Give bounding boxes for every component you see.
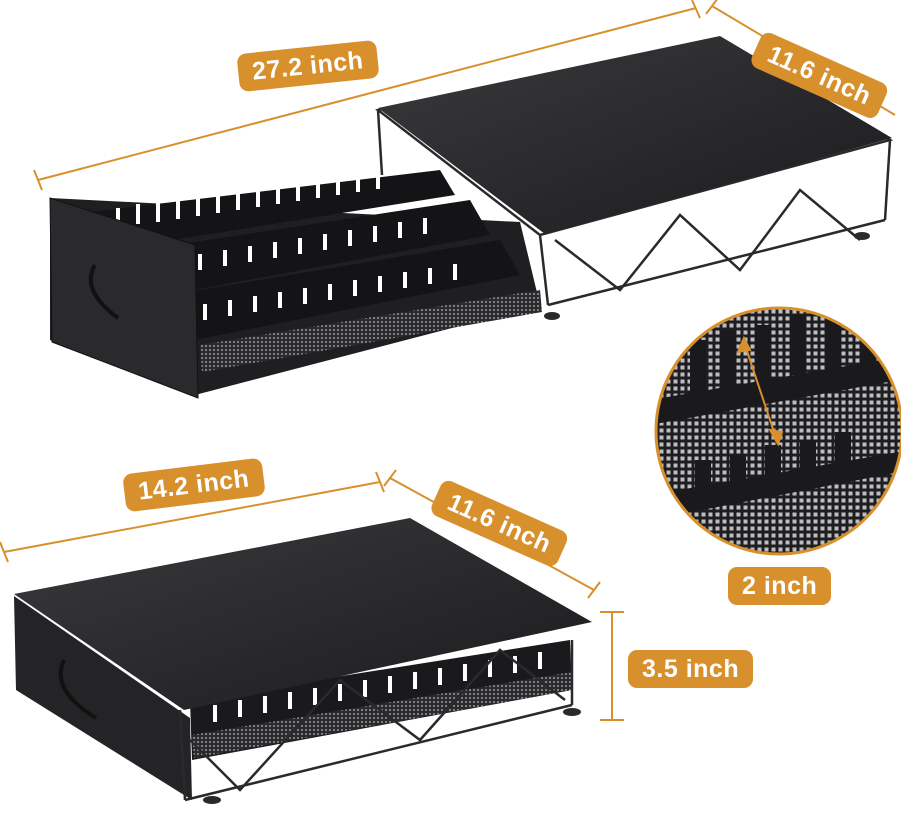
dimension-line-top-length	[33, 0, 701, 191]
closed-drawer-product	[14, 518, 592, 804]
dimension-label-slot-spacing: 2 inch	[728, 567, 832, 605]
slot-detail-zoom	[654, 306, 901, 556]
dimension-line-height	[600, 611, 624, 721]
dimension-line-bottom-length	[0, 471, 385, 563]
open-drawer-product	[49, 36, 894, 399]
dimension-label-height: 3.5 inch	[628, 650, 754, 688]
